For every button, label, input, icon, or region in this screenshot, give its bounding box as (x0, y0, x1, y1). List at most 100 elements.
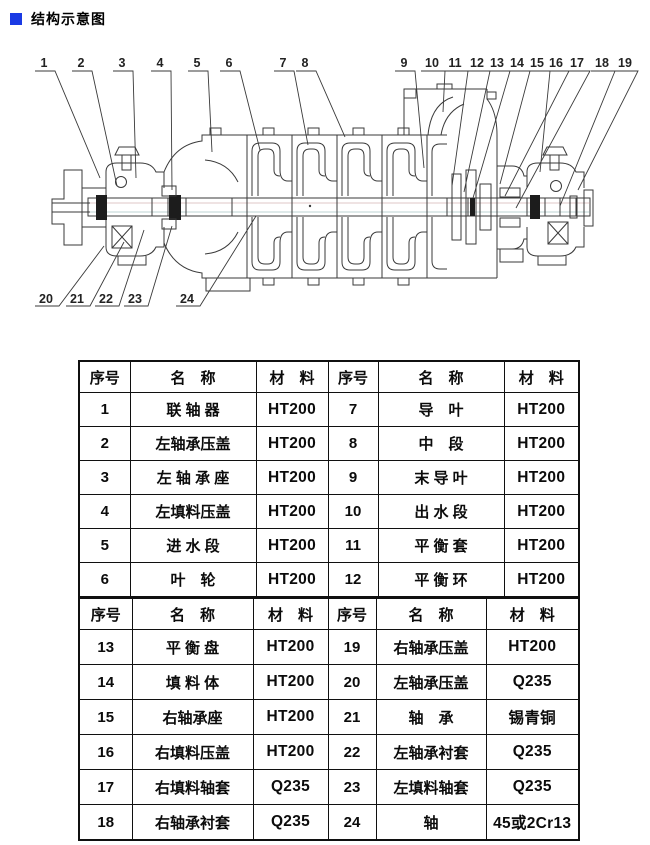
callout-number-7: 7 (280, 56, 287, 70)
section-title: 结构示意图 (31, 11, 106, 27)
callout-leader-16 (504, 70, 570, 197)
part-material-cell: HT200 (255, 494, 329, 529)
part-number-cell: 17 (78, 769, 133, 805)
part-material-cell: HT200 (503, 392, 580, 427)
part-name-cell: 联 轴 器 (129, 392, 257, 427)
right-packing-body (497, 165, 528, 263)
left-bearing-housing (96, 146, 181, 266)
callout-number-24: 24 (180, 292, 194, 306)
callout-number-4: 4 (157, 56, 164, 70)
col-header-no: 序号 (78, 360, 131, 393)
part-material-cell: HT200 (252, 699, 329, 735)
callout-number-14: 14 (510, 56, 524, 70)
col-header-name: 名 称 (131, 597, 254, 630)
part-number-cell: 14 (78, 664, 133, 700)
callout-leader-1 (35, 70, 101, 179)
callout-number-18: 18 (595, 56, 609, 70)
callout-number-11: 11 (448, 56, 461, 70)
callout-leader-6 (220, 70, 261, 151)
part-name-cell: 右轴承压盖 (375, 629, 487, 665)
callout-leader-21 (66, 241, 125, 307)
part-number-cell: 18 (78, 804, 133, 841)
part-material-cell: Q235 (485, 664, 580, 700)
callout-number-22: 22 (99, 292, 113, 306)
part-material-cell: Q235 (252, 769, 329, 805)
coupling-outline (51, 169, 107, 246)
part-name-cell: 进 水 段 (129, 528, 257, 563)
part-name-cell: 右轴承座 (131, 699, 254, 735)
part-number-cell: 3 (78, 460, 131, 495)
callout-leader-13 (472, 70, 511, 199)
part-material-cell: HT200 (503, 426, 580, 461)
callout-number-10: 10 (425, 56, 439, 70)
callout-leader-2 (72, 70, 118, 187)
part-material-cell: HT200 (255, 426, 329, 461)
part-material-cell: HT200 (252, 629, 329, 665)
part-name-cell: 导 叶 (377, 392, 505, 427)
discharge-casing (403, 83, 498, 279)
callout-leader-5 (188, 70, 213, 153)
callout-leader-18 (559, 70, 616, 207)
callout-number-12: 12 (470, 56, 484, 70)
part-number-cell: 20 (327, 664, 377, 700)
part-number-cell: 16 (78, 734, 133, 770)
part-name-cell: 左轴承压盖 (129, 426, 257, 461)
part-number-cell: 5 (78, 528, 131, 563)
callout-leader-17 (515, 70, 591, 209)
part-material-cell: HT200 (503, 460, 580, 495)
blue-square-bullet-icon (10, 13, 22, 25)
part-material-cell: Q235 (485, 734, 580, 770)
callout-leader-15 (526, 70, 551, 173)
table-header-row: 序号 名 称 材 料 序号 名 称 材 料 (78, 360, 580, 393)
callout-number-20: 20 (39, 292, 53, 306)
stage-sections (202, 127, 447, 286)
left-packing-gland (161, 185, 177, 230)
part-number-cell: 8 (327, 426, 379, 461)
part-material-cell: HT200 (503, 528, 580, 563)
col-header-material: 材 料 (252, 597, 329, 630)
part-name-cell: 左填料压盖 (129, 494, 257, 529)
part-name-cell: 右填料压盖 (131, 734, 254, 770)
part-material-cell: Q235 (252, 804, 329, 841)
part-number-cell: 23 (327, 769, 377, 805)
part-material-cell: HT200 (255, 460, 329, 495)
part-number-cell: 15 (78, 699, 133, 735)
part-number-cell: 1 (78, 392, 131, 427)
callout-number-3: 3 (119, 56, 126, 70)
part-name-cell: 轴 (375, 804, 487, 841)
callout-leader-10 (421, 70, 446, 113)
part-number-cell: 11 (327, 528, 379, 563)
callout-leader-8 (296, 70, 346, 138)
shaft (87, 197, 591, 217)
part-name-cell: 左 轴 承 座 (129, 460, 257, 495)
suction-section (163, 127, 251, 292)
callout-number-8: 8 (302, 56, 309, 70)
part-number-cell: 2 (78, 426, 131, 461)
callout-number-2: 2 (78, 56, 85, 70)
callout-leader-24 (176, 215, 257, 307)
part-material-cell: HT200 (252, 664, 329, 700)
callout-leader-11 (444, 70, 469, 187)
part-material-cell: HT200 (503, 562, 580, 598)
part-name-cell: 出 水 段 (377, 494, 505, 529)
part-material-cell: HT200 (503, 494, 580, 529)
part-number-cell: 12 (327, 562, 379, 598)
part-number-cell: 21 (327, 699, 377, 735)
part-name-cell: 左填料轴套 (375, 769, 487, 805)
callout-leader-4 (151, 70, 173, 191)
part-material-cell: Q235 (485, 769, 580, 805)
callout-number-23: 23 (128, 292, 142, 306)
callout-leader-9 (395, 70, 425, 169)
callout-number-6: 6 (226, 56, 233, 70)
